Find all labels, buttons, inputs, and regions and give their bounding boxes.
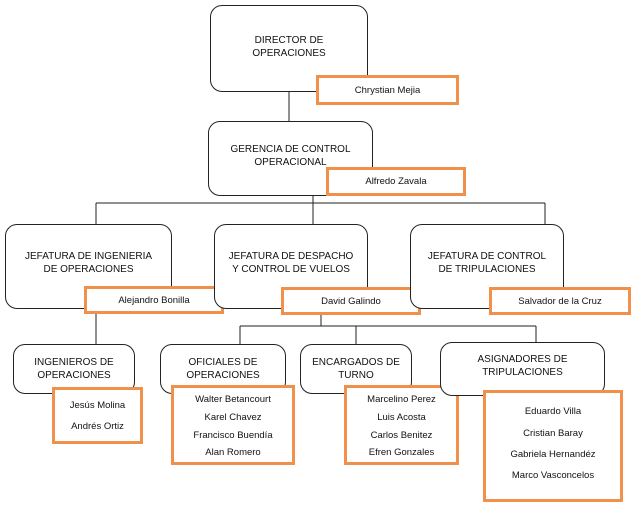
- member: Efren Gonzales: [368, 447, 435, 458]
- member: Cristian Baray: [523, 428, 583, 439]
- gerencia-name: Alfredo Zavala: [326, 167, 466, 196]
- oficiales-list: Walter Betancourt Karel Chavez Francisco…: [171, 385, 295, 465]
- encargados-list: Marcelino Perez Luis Acosta Carlos Benit…: [344, 385, 459, 465]
- member: Karel Chavez: [204, 412, 262, 423]
- jefatura-despacho-name: David Galindo: [281, 287, 421, 315]
- member: Alan Romero: [205, 447, 261, 458]
- jefatura-ingenieria-name: Alejandro Bonilla: [84, 286, 224, 314]
- ingenieros-list: Jesús Molina Andrés Ortiz: [52, 387, 143, 444]
- director-name: Chrystian Mejia: [316, 75, 459, 105]
- member: Luis Acosta: [377, 412, 426, 423]
- member: Andrés Ortiz: [71, 421, 124, 432]
- member: Walter Betancourt: [195, 394, 271, 405]
- jefatura-tripulaciones-name: Salvador de la Cruz: [489, 287, 631, 315]
- member: Marcelino Perez: [367, 394, 436, 405]
- asignadores-list: Eduardo Villa Cristian Baray Gabriela He…: [483, 390, 623, 502]
- member: Carlos Benitez: [370, 430, 433, 441]
- asignadores-box: ASIGNADORES DE TRIPULACIONES: [440, 342, 605, 396]
- member: Eduardo Villa: [524, 406, 582, 417]
- ingenieros-box: INGENIEROS DE OPERACIONES: [13, 344, 135, 394]
- member: Jesús Molina: [69, 400, 126, 411]
- member: Marco Vasconcelos: [511, 470, 595, 481]
- member: Gabriela Hernandéz: [510, 449, 596, 460]
- member: Francisco Buendía: [193, 430, 273, 441]
